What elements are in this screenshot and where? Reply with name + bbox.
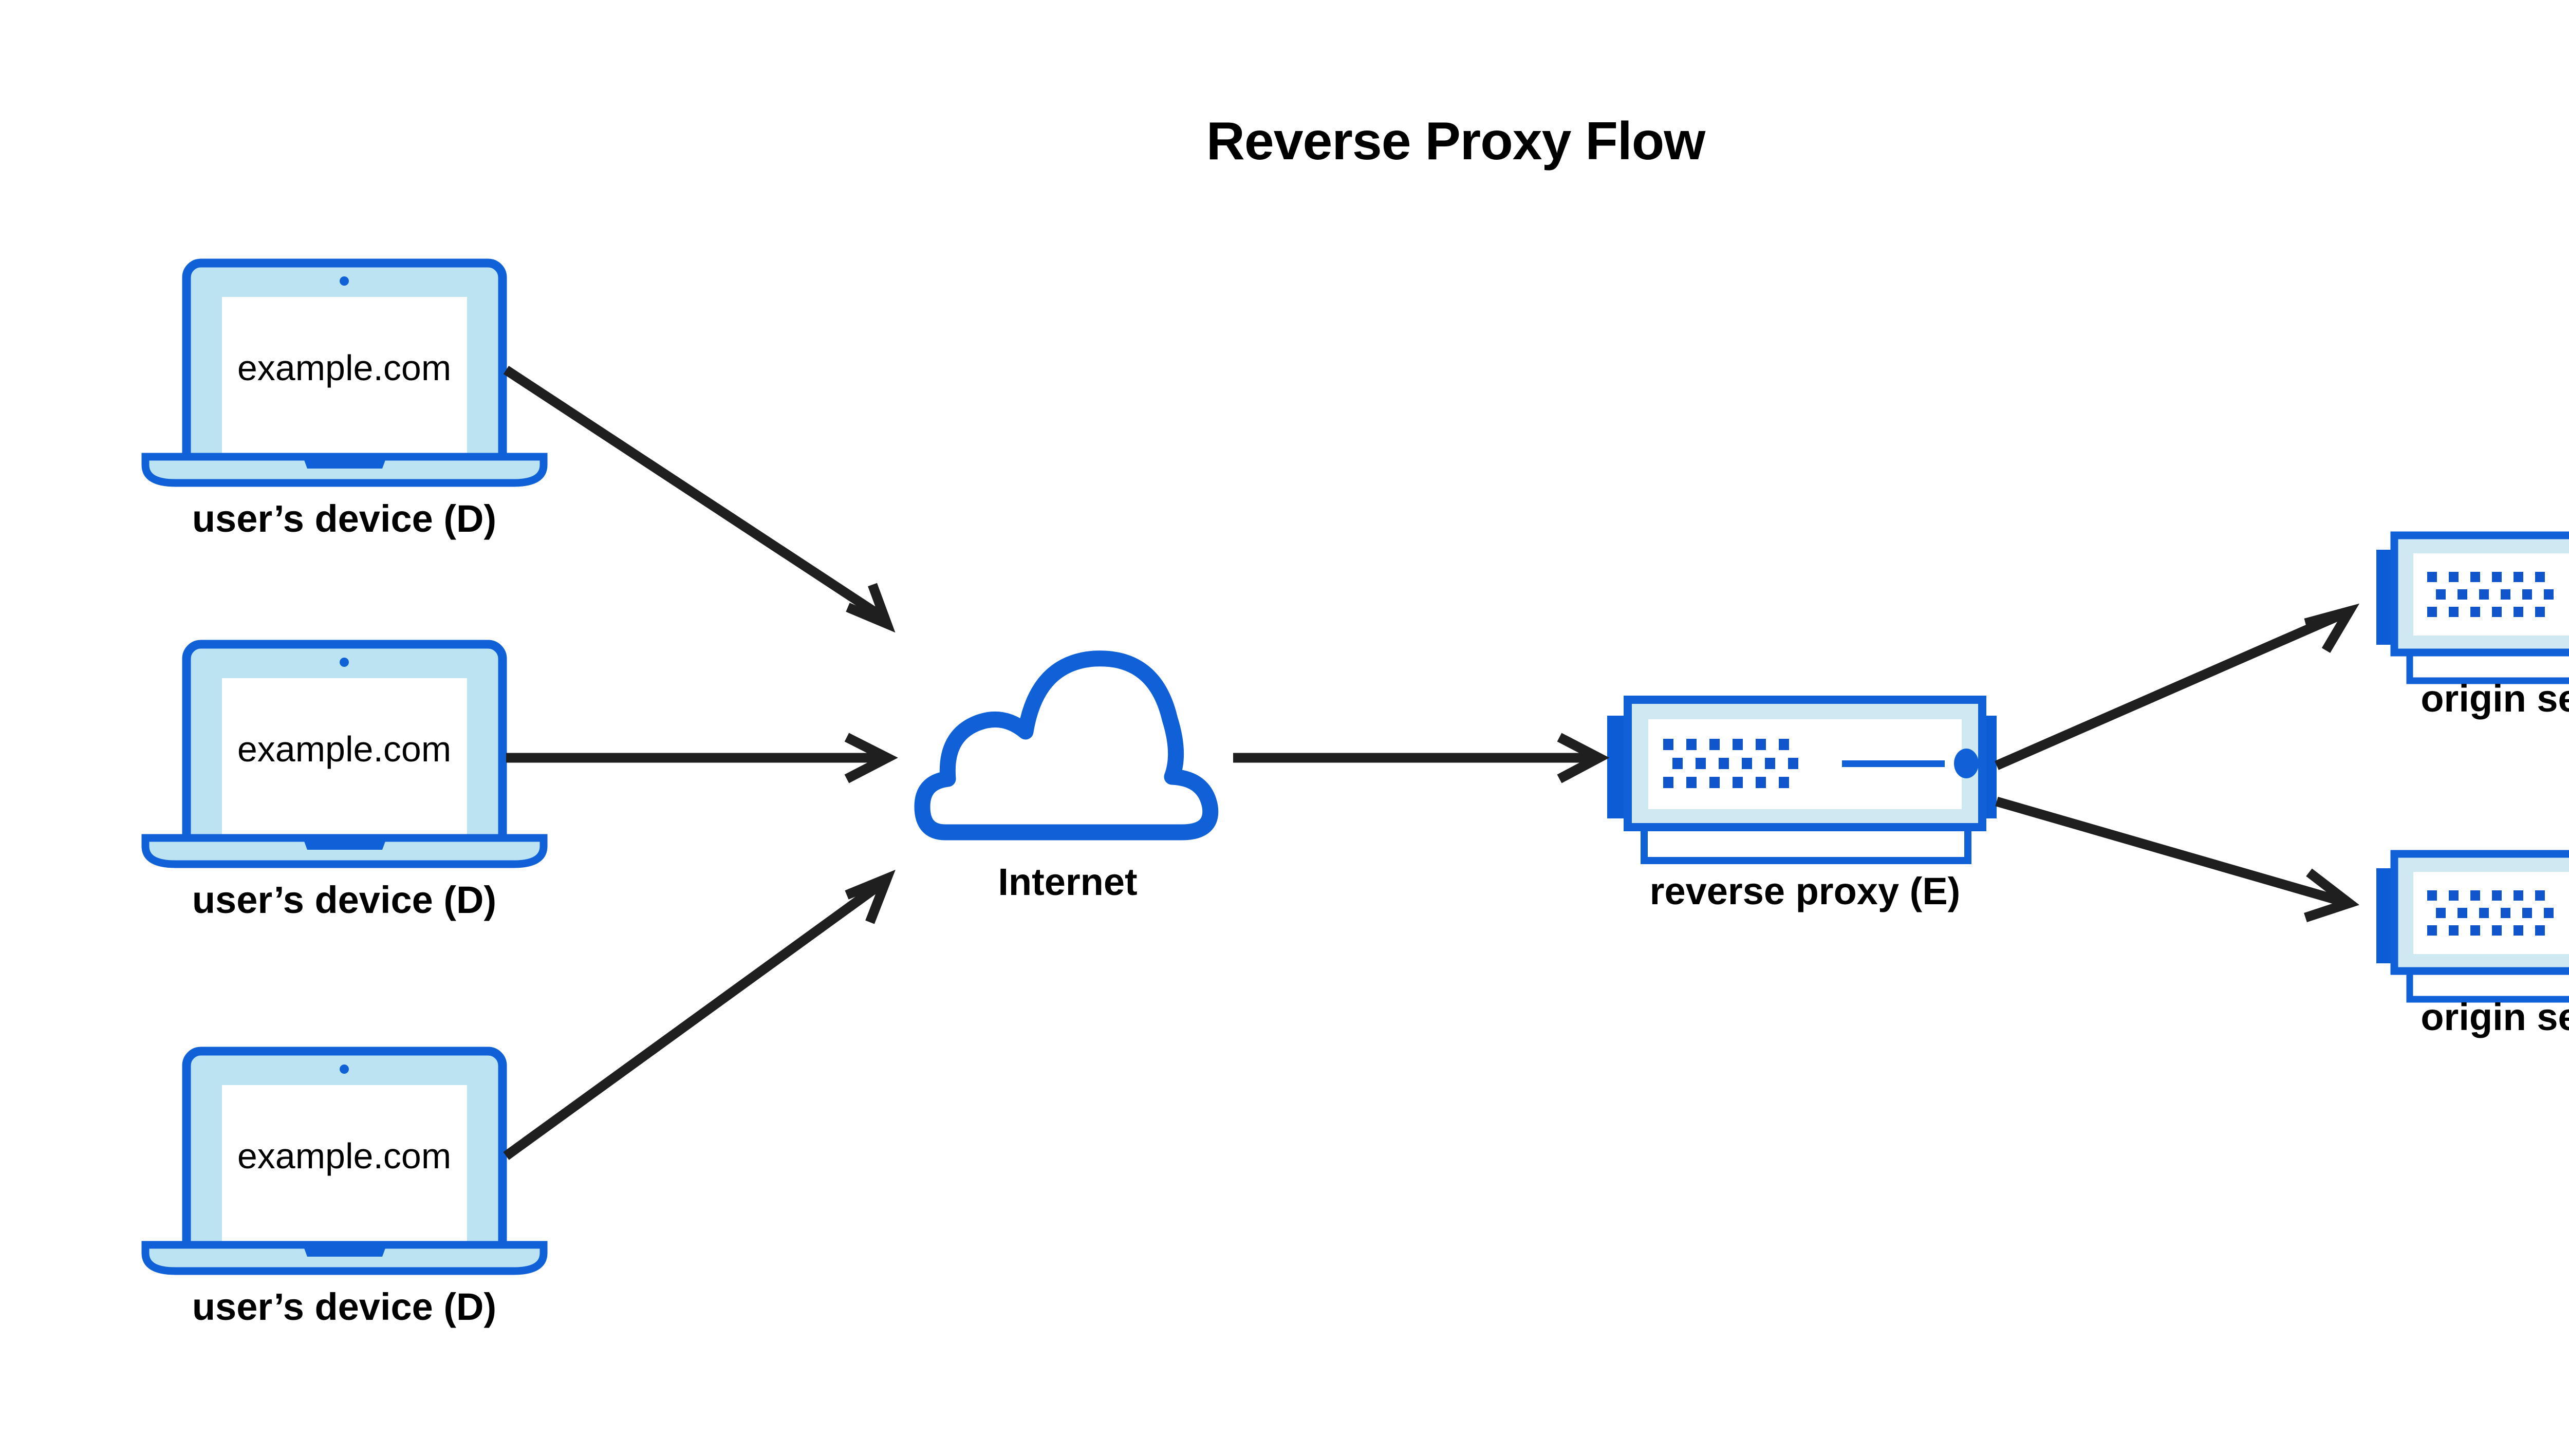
node-origin-2[interactable]: origin server (F) xyxy=(2376,850,2569,1038)
edge-proxy-origin1 xyxy=(1995,603,2360,770)
node-label-origin-2: origin server (F) xyxy=(2421,996,2569,1038)
edge-device3-internet xyxy=(503,869,896,1160)
edge-device1-internet xyxy=(503,366,896,633)
laptop-base xyxy=(141,834,548,868)
node-label-internet: Internet xyxy=(998,861,1137,903)
laptop-icon xyxy=(141,1047,548,1275)
laptop-notch xyxy=(304,459,386,469)
cloud-icon xyxy=(914,650,1219,841)
laptop-camera-icon xyxy=(340,1065,349,1074)
server-icon xyxy=(1607,696,1997,864)
laptop-icon xyxy=(141,258,548,487)
laptop-base xyxy=(141,453,548,487)
node-label-reverse-proxy: reverse proxy (E) xyxy=(1650,870,1961,912)
node-label-origin-1: origin server (F) xyxy=(2421,677,2569,720)
node-reverse-proxy[interactable]: reverse proxy (E) xyxy=(1607,696,1997,912)
server-icon xyxy=(2376,850,2569,1003)
laptop-screen xyxy=(222,678,467,836)
laptop-screen xyxy=(222,297,467,455)
edge-internet-proxy xyxy=(1233,733,1610,783)
laptop-notch xyxy=(304,1247,386,1257)
node-label-device-2: user’s device (D) xyxy=(192,879,496,921)
edge-proxy-origin2 xyxy=(1995,796,2360,923)
node-label-device-1: user’s device (D) xyxy=(192,497,496,540)
laptop-camera-icon xyxy=(340,276,349,286)
server-led-grid xyxy=(2427,572,2554,617)
laptop-screen xyxy=(222,1085,467,1243)
edge-device2-internet xyxy=(506,733,898,783)
node-device-3[interactable]: example.com user’s device (D) xyxy=(141,1047,548,1328)
laptop-screen-text: example.com xyxy=(237,729,451,769)
node-label-device-3: user’s device (D) xyxy=(192,1285,496,1328)
node-device-1[interactable]: example.com user’s device (D) xyxy=(141,258,548,540)
laptop-icon xyxy=(141,640,548,868)
server-led-grid xyxy=(1663,739,1798,788)
laptop-screen-text: example.com xyxy=(237,1136,451,1176)
page-title: Reverse Proxy Flow xyxy=(1206,111,1706,171)
node-internet[interactable]: Internet xyxy=(914,650,1219,903)
laptop-screen-text: example.com xyxy=(237,348,451,388)
laptop-base xyxy=(141,1241,548,1275)
node-origin-1[interactable]: origin server (F) xyxy=(2376,531,2569,720)
server-led-grid xyxy=(2427,890,2554,936)
node-device-2[interactable]: example.com user’s device (D) xyxy=(141,640,548,921)
laptop-notch xyxy=(304,840,386,850)
laptop-camera-icon xyxy=(340,658,349,667)
server-status-line xyxy=(1842,760,1945,767)
server-icon xyxy=(2376,531,2569,684)
server-status-dot-icon xyxy=(1954,749,1979,778)
